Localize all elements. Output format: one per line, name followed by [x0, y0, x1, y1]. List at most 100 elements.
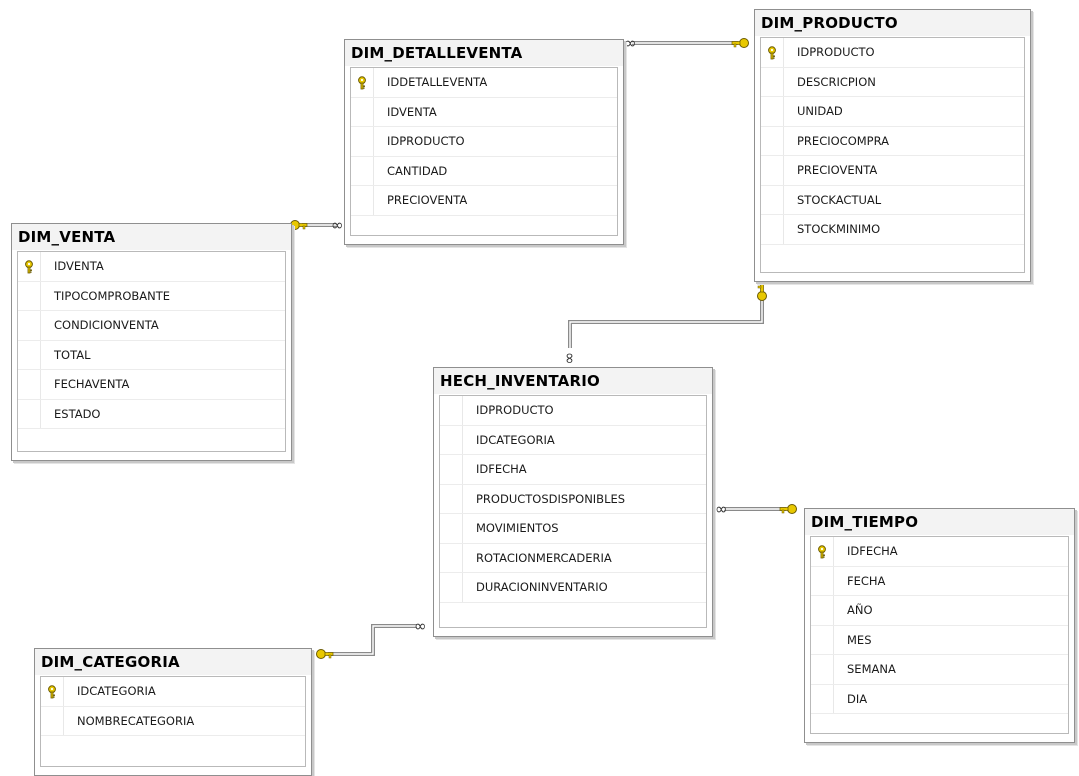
column-row[interactable]: ROTACIONMERCADERIA: [440, 543, 706, 573]
column-row[interactable]: DIA: [811, 684, 1068, 714]
primary-key-icon: [765, 45, 779, 60]
row-selector[interactable]: [761, 97, 784, 126]
relationship-inventario-producto[interactable]: ∞: [561, 283, 767, 365]
column-row[interactable]: FECHA: [811, 566, 1068, 596]
column-row[interactable]: TOTAL: [18, 340, 285, 370]
column-row[interactable]: PRECIOVENTA: [761, 156, 1024, 186]
key-icon: [779, 504, 797, 514]
column-name: IDFECHA: [847, 544, 898, 558]
column-name: IDPRODUCTO: [387, 134, 465, 148]
column-row[interactable]: IDCATEGORIA: [440, 425, 706, 455]
row-selector[interactable]: [18, 311, 41, 340]
row-selector[interactable]: [351, 68, 374, 97]
primary-key-icon: [22, 259, 36, 274]
column-name: PRECIOVENTA: [797, 163, 878, 177]
column-row[interactable]: ESTADO: [18, 399, 285, 429]
column-row[interactable]: IDPRODUCTO: [761, 38, 1024, 68]
table-title[interactable]: HECH_INVENTARIO: [434, 368, 712, 394]
column-row[interactable]: UNIDAD: [761, 97, 1024, 127]
infinity-icon: ∞: [561, 352, 579, 365]
key-icon: [731, 38, 749, 48]
column-row[interactable]: CONDICIONVENTA: [18, 311, 285, 341]
row-selector[interactable]: [18, 399, 41, 428]
column-row[interactable]: CANTIDAD: [351, 156, 617, 186]
column-name: IDCATEGORIA: [77, 684, 156, 698]
row-selector[interactable]: [440, 396, 463, 425]
row-selector[interactable]: [440, 573, 463, 602]
row-selector[interactable]: [761, 156, 784, 185]
table-dim-categoria[interactable]: DIM_CATEGORIA IDCATEGORIA NOMBRECATEGORIA: [34, 648, 312, 776]
column-row[interactable]: MOVIMIENTOS: [440, 514, 706, 544]
column-row[interactable]: MES: [811, 625, 1068, 655]
primary-key-icon: [355, 75, 369, 90]
row-selector[interactable]: [811, 625, 834, 654]
column-row[interactable]: PRECIOCOMPRA: [761, 126, 1024, 156]
column-row[interactable]: STOCKACTUAL: [761, 185, 1024, 215]
row-selector[interactable]: [18, 252, 41, 281]
table-title[interactable]: DIM_TIEMPO: [805, 509, 1074, 535]
row-selector[interactable]: [41, 677, 64, 706]
column-row[interactable]: IDVENTA: [18, 252, 285, 282]
row-selector[interactable]: [811, 566, 834, 595]
column-row[interactable]: PRODUCTOSDISPONIBLES: [440, 484, 706, 514]
row-selector[interactable]: [761, 67, 784, 96]
column-name: SEMANA: [847, 662, 896, 676]
row-selector[interactable]: [440, 455, 463, 484]
row-selector[interactable]: [440, 543, 463, 572]
row-selector[interactable]: [440, 484, 463, 513]
row-selector[interactable]: [761, 126, 784, 155]
column-name: FECHA: [847, 573, 886, 588]
row-selector[interactable]: [351, 156, 374, 185]
row-selector[interactable]: [351, 127, 374, 156]
relationship-detalleventa-producto[interactable]: ∞: [624, 34, 749, 52]
column-row[interactable]: NOMBRECATEGORIA: [41, 706, 305, 736]
column-row[interactable]: TIPOCOMPROBANTE: [18, 281, 285, 311]
column-row[interactable]: AÑO: [811, 596, 1068, 626]
column-row[interactable]: IDFECHA: [440, 455, 706, 485]
row-selector[interactable]: [440, 425, 463, 454]
column-row[interactable]: IDCATEGORIA: [41, 677, 305, 707]
row-selector[interactable]: [811, 537, 834, 566]
primary-key-icon: [45, 684, 59, 699]
table-title[interactable]: DIM_CATEGORIA: [35, 649, 311, 675]
relationship-inventario-tiempo[interactable]: ∞: [715, 500, 797, 518]
row-selector[interactable]: [761, 185, 784, 214]
relationship-detalleventa-venta[interactable]: ∞: [290, 216, 344, 234]
column-row[interactable]: STOCKMINIMO: [761, 215, 1024, 245]
column-row[interactable]: DESCRICPION: [761, 67, 1024, 97]
relationship-inventario-categoria[interactable]: ∞: [316, 617, 427, 659]
table-title[interactable]: DIM_DETALLEVENTA: [345, 40, 623, 66]
row-selector[interactable]: [41, 706, 64, 735]
row-selector[interactable]: [18, 370, 41, 399]
row-selector[interactable]: [351, 186, 374, 215]
table-title[interactable]: DIM_PRODUCTO: [755, 10, 1030, 36]
column-name: ESTADO: [54, 406, 101, 421]
row-selector[interactable]: [18, 281, 41, 310]
primary-key-icon: [815, 544, 829, 559]
column-row[interactable]: IDVENTA: [351, 97, 617, 127]
row-selector[interactable]: [18, 340, 41, 369]
column-row[interactable]: PRECIOVENTA: [351, 186, 617, 216]
column-row[interactable]: IDPRODUCTO: [351, 127, 617, 157]
table-title[interactable]: DIM_VENTA: [12, 224, 291, 250]
row-selector[interactable]: [811, 684, 834, 713]
row-selector[interactable]: [761, 38, 784, 67]
row-selector[interactable]: [811, 655, 834, 684]
row-selector[interactable]: [440, 514, 463, 543]
column-row[interactable]: IDPRODUCTO: [440, 396, 706, 426]
row-selector[interactable]: [761, 215, 784, 244]
column-name: UNIDAD: [797, 104, 843, 118]
column-row[interactable]: IDFECHA: [811, 537, 1068, 567]
column-row[interactable]: SEMANA: [811, 655, 1068, 685]
column-row[interactable]: IDDETALLEVENTA: [351, 68, 617, 98]
row-selector[interactable]: [811, 596, 834, 625]
row-selector[interactable]: [351, 97, 374, 126]
column-row[interactable]: FECHAVENTA: [18, 370, 285, 400]
column-row[interactable]: DURACIONINVENTARIO: [440, 573, 706, 603]
